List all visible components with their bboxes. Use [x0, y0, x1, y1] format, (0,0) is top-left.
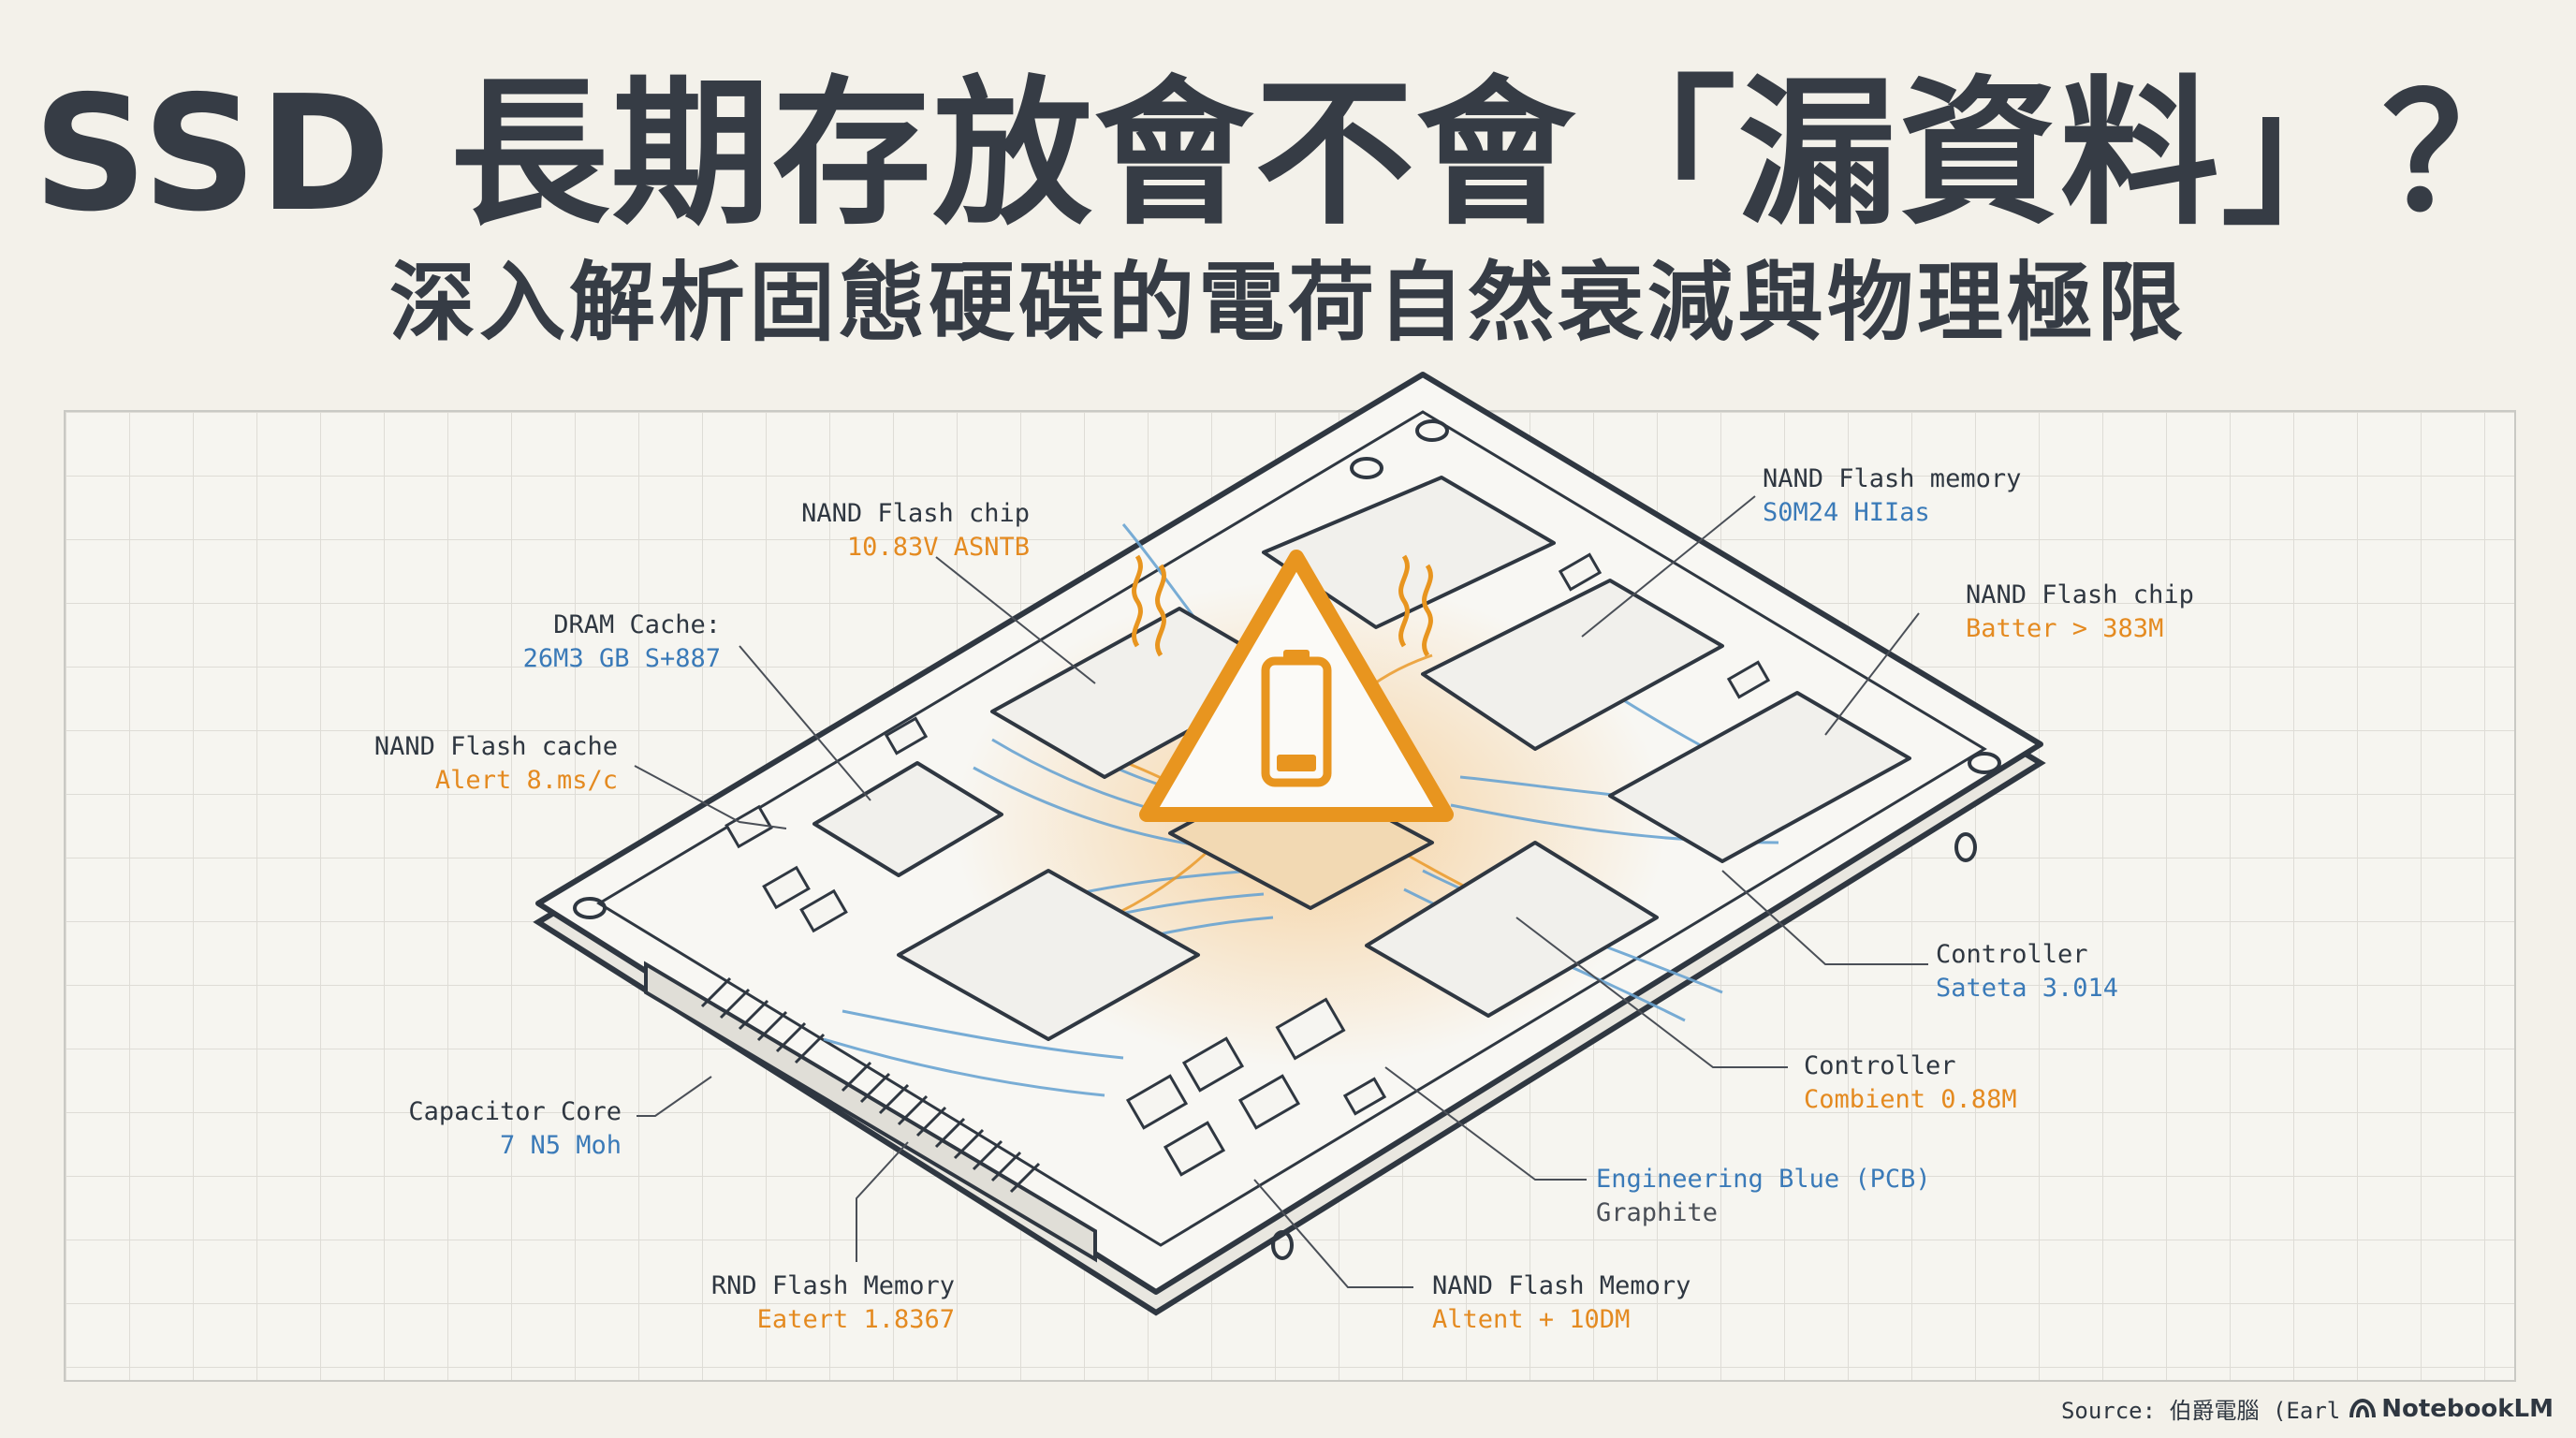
- smd-components: [724, 552, 1771, 1177]
- source-credit: Source: 伯爵電腦 (Earl NotebookLM: [2060, 1394, 2554, 1425]
- label-nand-memory-left: RND Flash Memory Eatert 1.8367: [710, 1271, 955, 1334]
- label-capacitor-core: Capacitor Core 7 N5 Moh: [408, 1097, 622, 1160]
- nand-memory-lower: [1365, 841, 1659, 1018]
- warning-triangle-icon: [1139, 550, 1454, 822]
- label-dram-cache: DRAM Cache: 26M3 GB S+887: [522, 610, 721, 673]
- sata-connector: [644, 961, 1097, 1263]
- nand-chip-top-2: [1262, 476, 1556, 629]
- label-nand-memory-right: NAND Flash Memory Altent + 10DM: [1432, 1271, 1691, 1334]
- heat-wave-icon: [1132, 554, 1433, 657]
- screw-holes: [573, 419, 2001, 1260]
- notebooklm-logo-icon: [2349, 1398, 2377, 1417]
- page-title: SSD 長期存放會不會「漏資料」？: [33, 62, 2543, 247]
- nand-memory-top: [1421, 579, 1724, 751]
- page-subtitle: 深入解析固態硬碟的電荷自然衰減與物理極限: [388, 253, 2187, 353]
- label-controller-1: Controller Sateta 3.014: [1936, 940, 2119, 1003]
- main-chip: [897, 869, 1200, 1041]
- label-nand-chip-top: NAND Flash chip 10.83V ASNTB: [801, 499, 1030, 562]
- low-battery-icon: [1261, 650, 1332, 787]
- notebooklm-brand[interactable]: NotebookLM: [2349, 1395, 2554, 1423]
- label-pcb: Engineering Blue (PCB) Graphite: [1596, 1165, 1931, 1227]
- label-controller-2: Controller Combient 0.88M: [1804, 1051, 2017, 1114]
- leader-lines: [634, 495, 1928, 1288]
- dram-cache-chip: [812, 761, 1003, 877]
- label-nand-memory-top: NAND Flash memory S0M24 HIIas: [1763, 464, 2022, 527]
- nand-chip-right: [1608, 691, 1911, 863]
- label-nand-chip-right: NAND Flash chip Batter > 383M: [1966, 580, 2194, 643]
- label-nand-cache: NAND Flash cache Alert 8.ms/c: [373, 732, 618, 795]
